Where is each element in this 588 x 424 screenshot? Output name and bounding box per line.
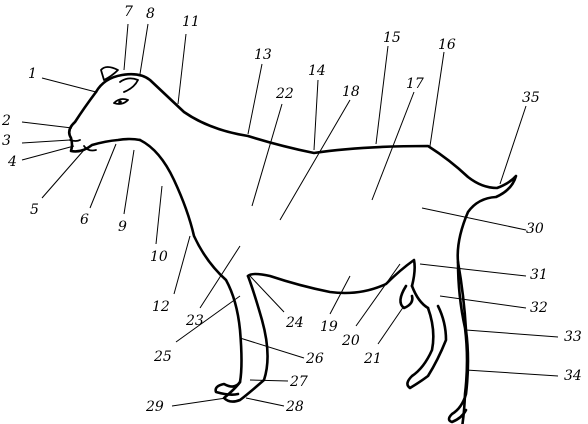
leader-line-13 xyxy=(247,63,263,135)
callout-label-20: 20 xyxy=(341,333,360,349)
leader-line-34 xyxy=(465,369,559,377)
leader-line-21 xyxy=(377,305,405,345)
callout-label-30: 30 xyxy=(526,221,544,237)
callout-label-32: 32 xyxy=(530,300,548,316)
leader-line-31 xyxy=(419,263,527,277)
callout-label-34: 34 xyxy=(564,368,582,384)
callout-label-12: 12 xyxy=(152,299,170,315)
callout-label-6: 6 xyxy=(80,212,89,228)
leader-line-12 xyxy=(173,235,191,295)
leader-line-5 xyxy=(41,149,85,199)
leader-line-24 xyxy=(249,275,285,313)
callout-label-22: 22 xyxy=(275,86,294,102)
leader-line-26 xyxy=(239,337,305,359)
callout-label-10: 10 xyxy=(150,249,168,265)
callout-label-28: 28 xyxy=(285,399,304,415)
callout-label-33: 33 xyxy=(564,329,582,345)
leader-line-2 xyxy=(21,121,73,129)
leader-line-35 xyxy=(499,105,527,185)
leader-line-11 xyxy=(177,33,187,105)
callout-label-21: 21 xyxy=(363,351,382,367)
leader-line-29 xyxy=(171,397,227,407)
callout-label-7: 7 xyxy=(124,4,133,20)
goat-illustration xyxy=(67,66,518,424)
callout-label-18: 18 xyxy=(342,84,360,100)
callout-label-31: 31 xyxy=(530,267,548,283)
goat-ear xyxy=(119,77,139,93)
callout-label-8: 8 xyxy=(146,6,155,22)
callout-label-23: 23 xyxy=(185,313,204,329)
goat-face-outline xyxy=(67,90,142,153)
leader-line-20 xyxy=(355,263,401,327)
leader-line-4 xyxy=(21,145,75,161)
leader-line-27 xyxy=(249,379,289,382)
callout-label-15: 15 xyxy=(383,30,401,46)
leader-line-17 xyxy=(371,91,415,201)
leader-line-30 xyxy=(421,207,527,231)
leader-line-22 xyxy=(251,103,283,207)
leader-line-18 xyxy=(279,99,351,221)
callout-label-17: 17 xyxy=(406,76,424,92)
goat-chest-outline xyxy=(138,138,243,396)
callout-label-14: 14 xyxy=(308,63,326,79)
callout-label-24: 24 xyxy=(285,315,304,331)
goat-front-leg-inner xyxy=(222,274,269,403)
leader-line-3 xyxy=(21,139,71,144)
leader-line-33 xyxy=(465,329,559,338)
callout-label-13: 13 xyxy=(254,47,272,63)
leader-line-28 xyxy=(245,397,285,407)
callout-label-27: 27 xyxy=(289,374,308,390)
leader-line-8 xyxy=(139,23,149,75)
leader-line-32 xyxy=(439,295,527,309)
goat-hind-leg-outer xyxy=(447,260,470,424)
leader-line-14 xyxy=(313,79,319,151)
leader-line-9 xyxy=(123,149,135,215)
callout-label-35: 35 xyxy=(522,90,540,106)
leader-line-6 xyxy=(89,143,117,209)
callout-label-25: 25 xyxy=(153,349,172,365)
callout-label-26: 26 xyxy=(305,351,324,367)
callout-label-19: 19 xyxy=(320,319,338,335)
leader-line-23 xyxy=(199,245,241,309)
leader-line-19 xyxy=(329,275,351,315)
goat-mouth xyxy=(69,139,81,142)
goat-beard xyxy=(83,145,97,152)
callout-label-11: 11 xyxy=(182,14,200,30)
goat-hind-leg-inner xyxy=(406,304,448,390)
leader-line-15 xyxy=(375,45,389,145)
callout-label-3: 3 xyxy=(2,133,11,149)
leader-line-25 xyxy=(175,295,241,343)
leader-line-1 xyxy=(41,77,97,93)
leader-line-7 xyxy=(123,23,129,71)
goat-belly-outline xyxy=(246,258,416,295)
callout-label-5: 5 xyxy=(30,202,39,218)
callout-label-4: 4 xyxy=(7,154,17,170)
callout-label-9: 9 xyxy=(118,219,127,235)
goat-eye xyxy=(113,98,129,105)
callout-label-2: 2 xyxy=(1,113,11,129)
goat-horn xyxy=(100,66,119,81)
leader-lines xyxy=(21,23,559,407)
leader-line-16 xyxy=(429,51,445,147)
goat-udder xyxy=(399,284,430,310)
leader-line-10 xyxy=(155,185,163,245)
goat-back-outline xyxy=(94,72,518,424)
callout-label-16: 16 xyxy=(438,37,456,53)
callout-label-29: 29 xyxy=(145,399,164,415)
goat-pupil xyxy=(118,100,122,104)
callout-label-1: 1 xyxy=(28,66,37,82)
